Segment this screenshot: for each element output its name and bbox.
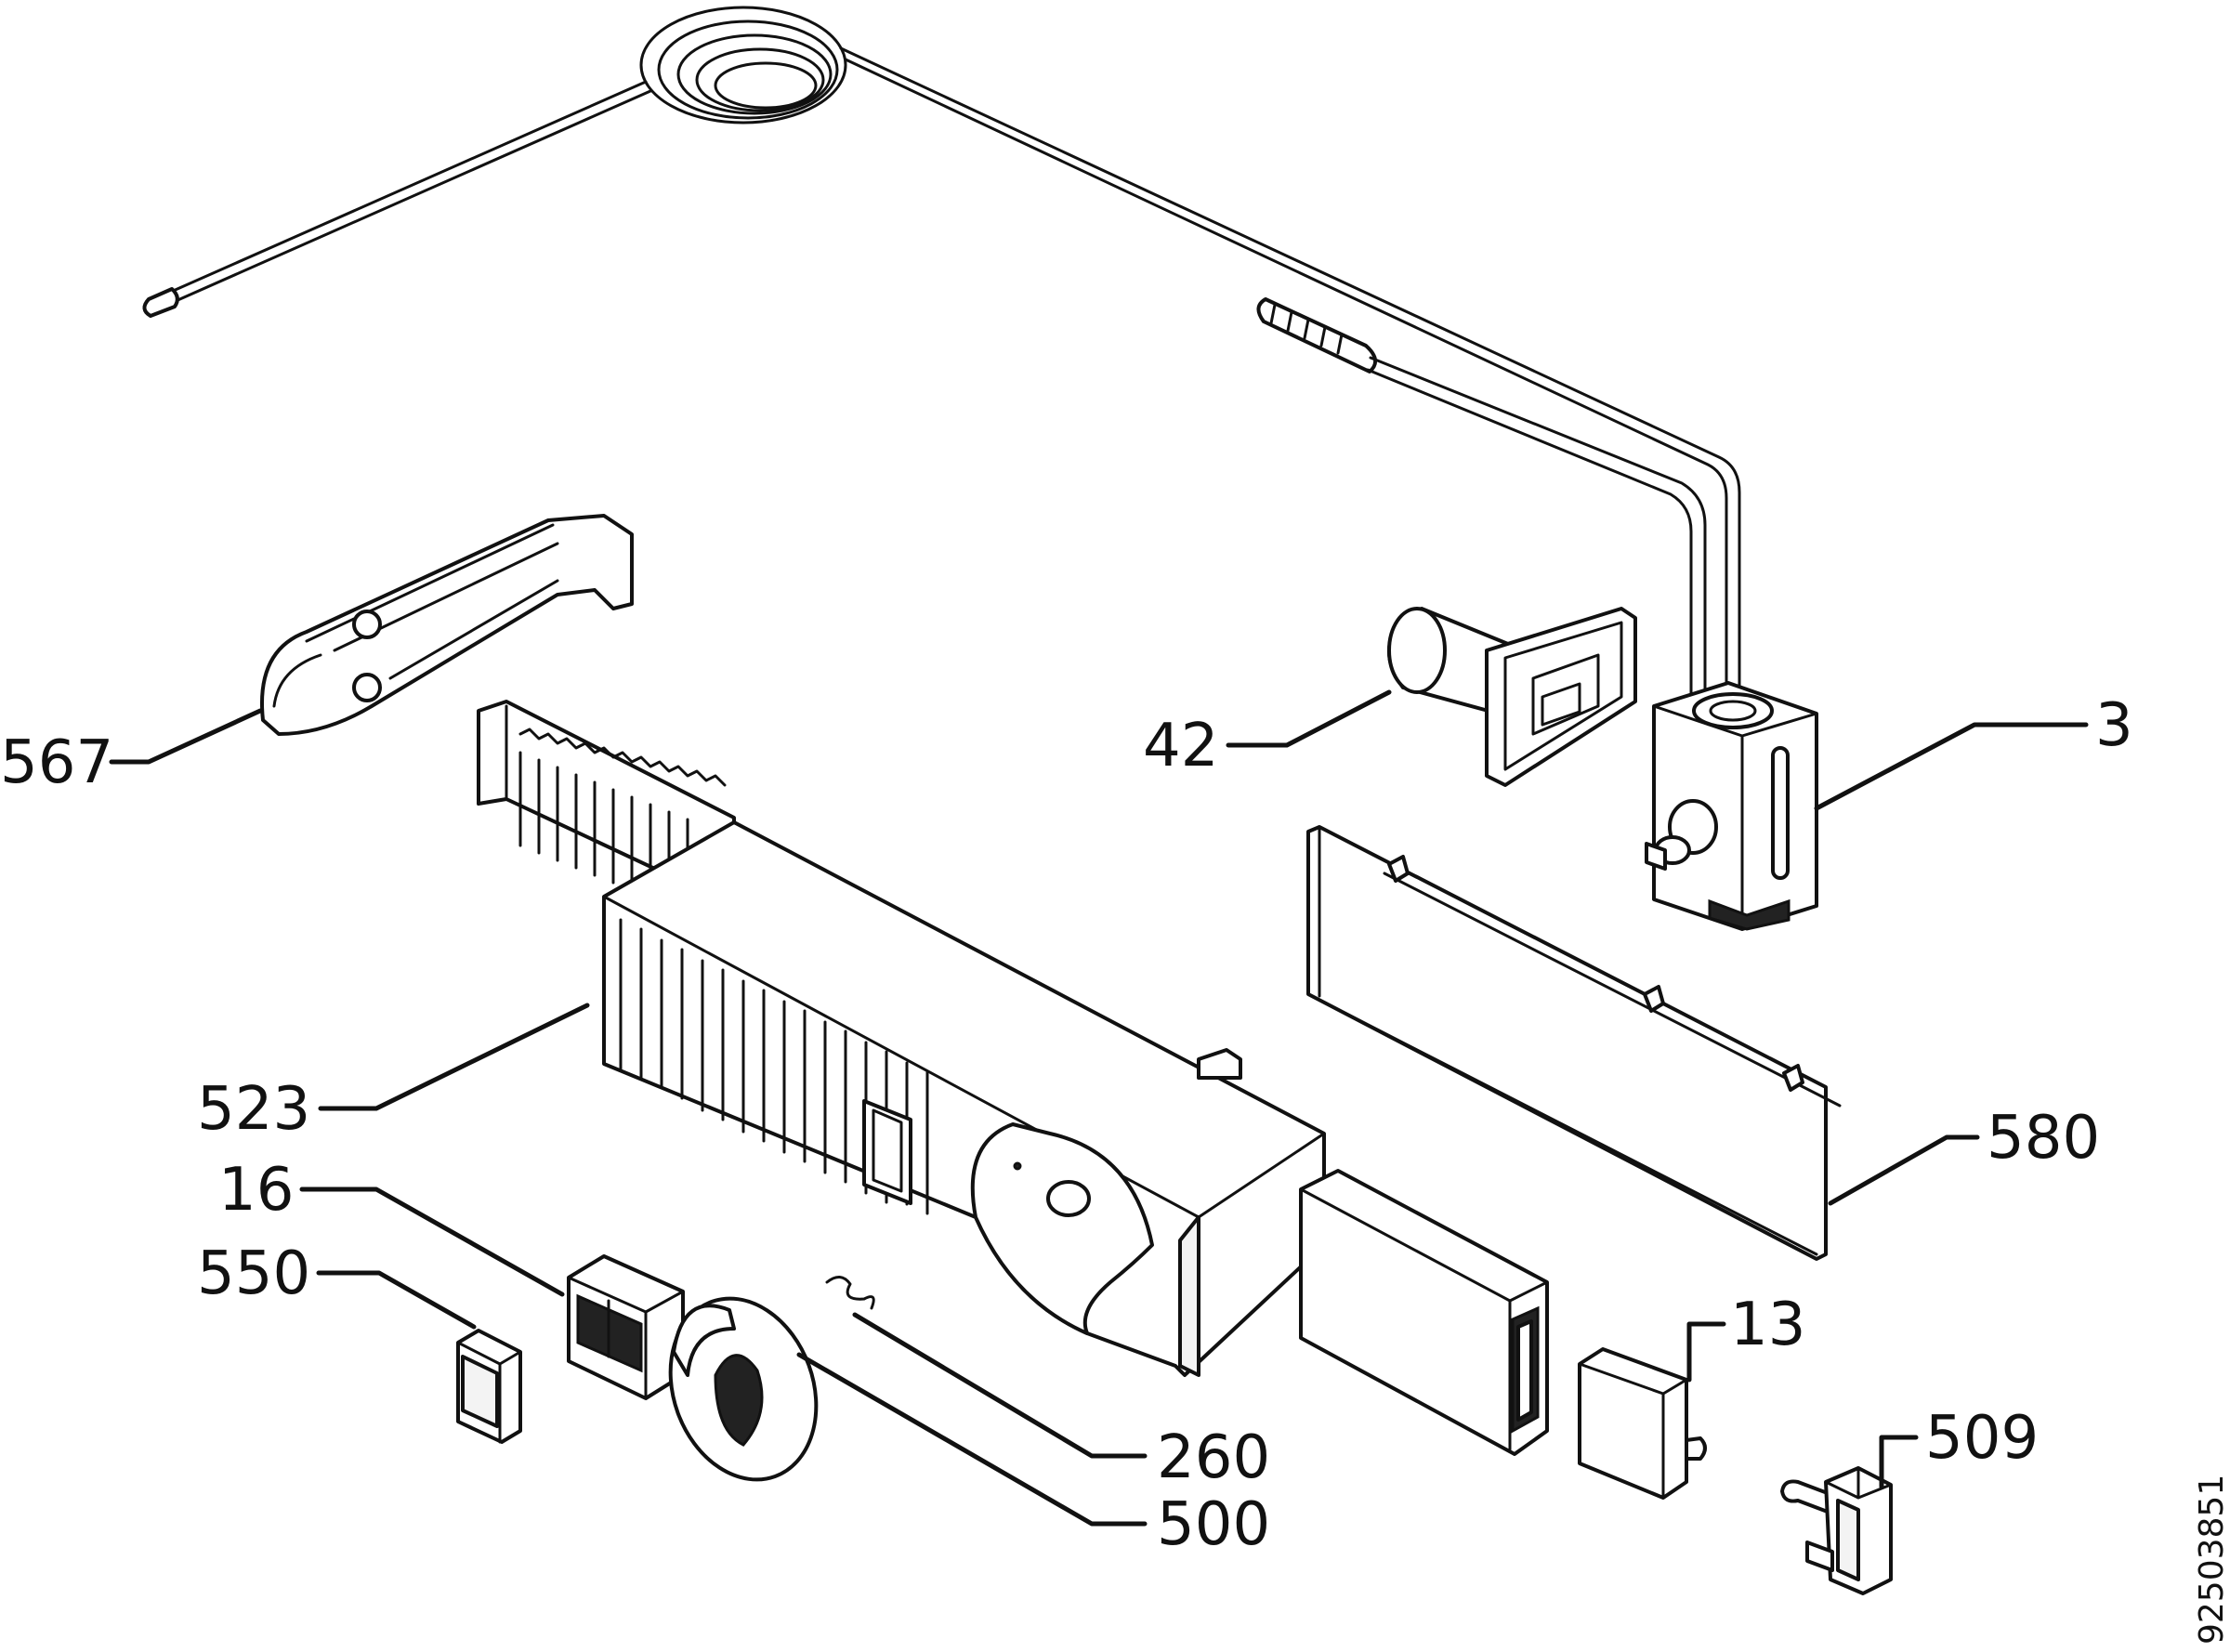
rocker-switch xyxy=(567,1254,685,1400)
capillary-tube xyxy=(142,6,1741,689)
sensor-probe xyxy=(1256,297,1707,699)
door-switch xyxy=(1780,1466,1893,1595)
push-button xyxy=(1578,1347,1707,1500)
document-id: 92503851 xyxy=(2193,1475,2230,1645)
label-509: 509 xyxy=(1925,1404,2039,1473)
label-567: 567 xyxy=(0,728,113,797)
control-knob xyxy=(668,1296,819,1482)
label-580: 580 xyxy=(1987,1104,2100,1173)
label-13: 13 xyxy=(1730,1291,1805,1359)
circuit-board xyxy=(1306,825,1842,1261)
label-3: 3 xyxy=(2095,691,2133,760)
lamp-cover-box xyxy=(1299,1169,1549,1456)
part-labels: 567 42 3 523 16 550 580 13 260 500 509 xyxy=(0,691,2133,1559)
lamp-cover-bracket xyxy=(260,514,634,736)
label-500: 500 xyxy=(1157,1490,1270,1559)
button-cap xyxy=(456,1329,522,1444)
label-523: 523 xyxy=(197,1075,310,1144)
leader-lines xyxy=(109,689,2089,1527)
label-16: 16 xyxy=(218,1156,294,1225)
spring-clip xyxy=(825,1276,875,1310)
lamp-holder xyxy=(1387,607,1637,787)
thermostat xyxy=(1645,681,1818,931)
label-42: 42 xyxy=(1143,712,1218,780)
control-housing xyxy=(477,700,1326,1377)
label-260: 260 xyxy=(1157,1423,1270,1492)
label-550: 550 xyxy=(197,1239,310,1308)
